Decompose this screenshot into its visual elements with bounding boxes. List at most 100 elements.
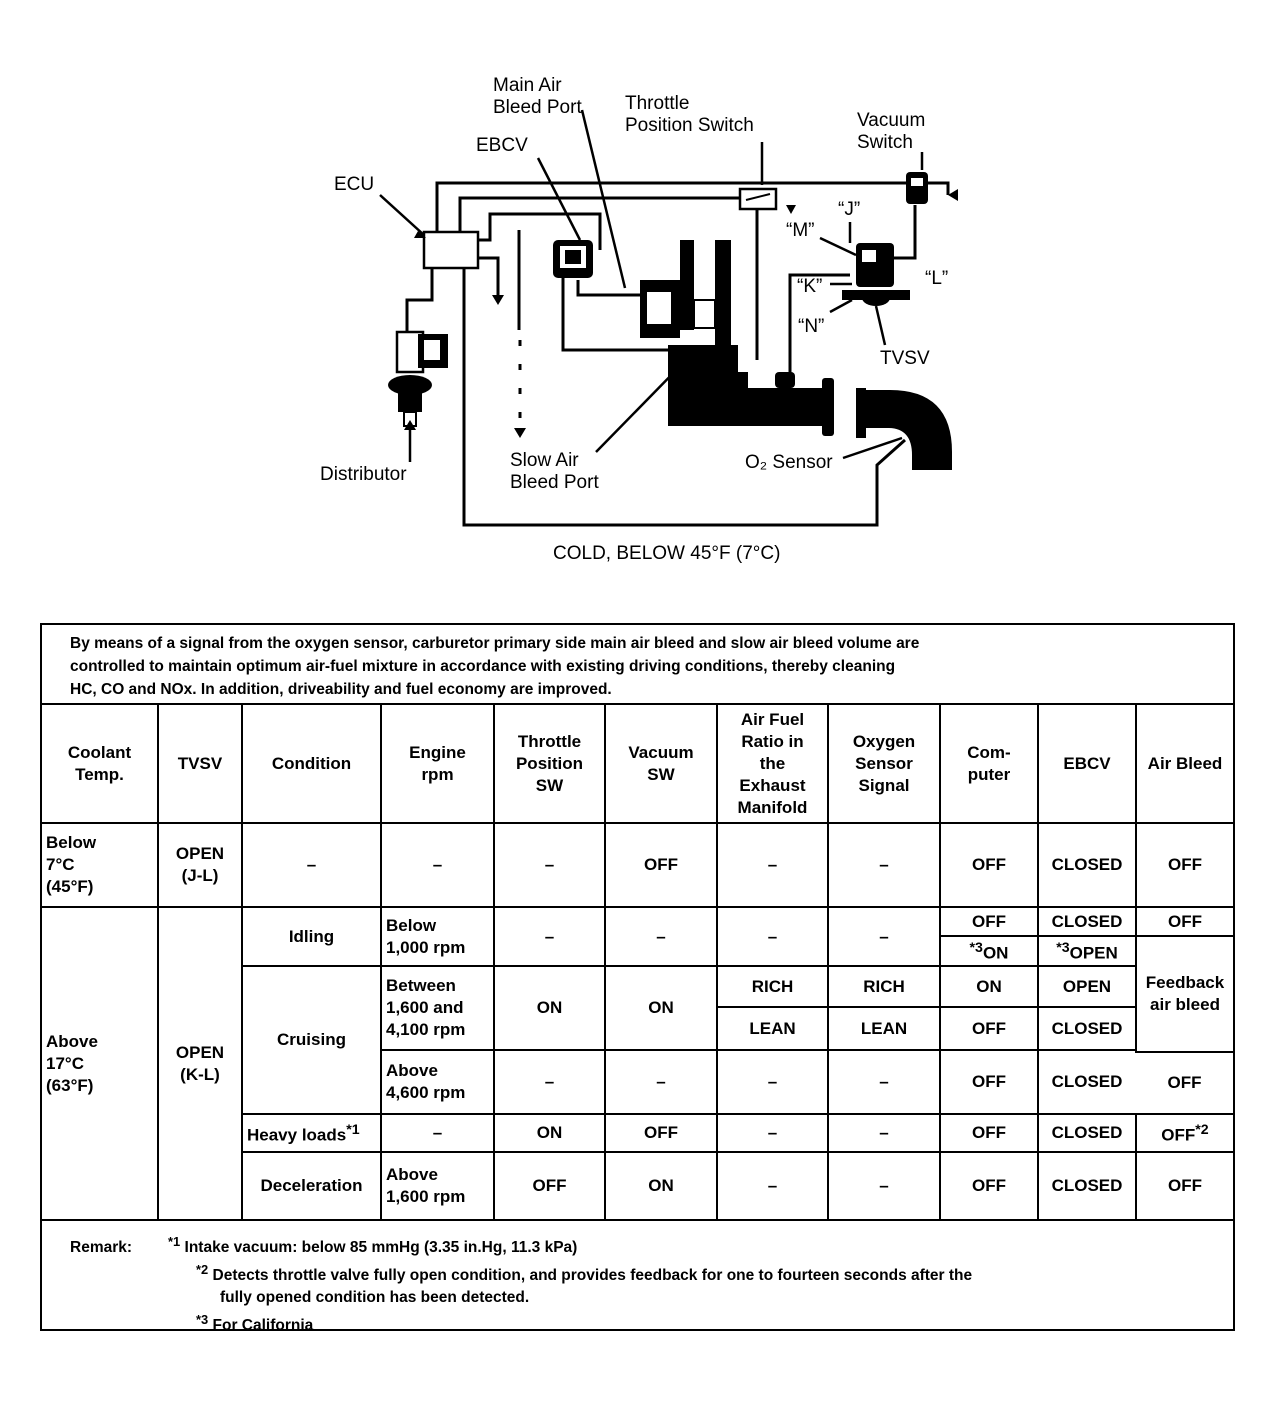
label-tvsv: TVSV — [880, 348, 930, 369]
cell-idling-computer-ca: *3ON — [940, 935, 1039, 967]
cell: LEAN — [827, 1006, 941, 1051]
leader-arrowheads — [404, 231, 426, 430]
cell: OFF — [493, 1151, 606, 1221]
operation-table: By means of a signal from the oxygen sen… — [40, 623, 1235, 1334]
label-o2-sensor: O₂ Sensor — [745, 452, 833, 473]
cell: ON — [604, 1151, 718, 1221]
label-port-m: “M” — [786, 220, 814, 241]
cell-tvsv-cold: OPEN(J-L) — [157, 822, 243, 908]
cell: CLOSED — [1037, 822, 1137, 908]
ecu-box — [422, 230, 480, 270]
cell: OPEN — [1037, 965, 1136, 1008]
remarks: Remark:*1 Intake vacuum: below 85 mmHg (… — [42, 1221, 1233, 1337]
cell: ON — [493, 1113, 606, 1153]
header-tvsv: TVSV — [157, 705, 243, 824]
cell: – — [827, 1151, 941, 1221]
manifold-icon — [668, 372, 834, 436]
cell: – — [604, 1049, 718, 1115]
cell: – — [493, 1049, 606, 1115]
cell: LEAN — [717, 1006, 829, 1051]
cell: OFF — [939, 906, 1039, 937]
cell: OFF — [604, 1113, 718, 1153]
cell: – — [716, 1151, 829, 1221]
label-slow-air-1: Slow Air — [510, 450, 579, 471]
cell: OFF — [939, 1006, 1039, 1051]
cell: OFF — [939, 1049, 1039, 1115]
header-condition: Condition — [241, 705, 382, 824]
cell: CLOSED — [1037, 1049, 1136, 1115]
cell: ON — [604, 965, 718, 1051]
cell: RICH — [827, 965, 941, 1008]
label-port-n: “N” — [798, 316, 824, 337]
line-arrows — [492, 189, 958, 438]
vacuum-switch-icon — [906, 172, 928, 204]
cell: – — [716, 1113, 829, 1153]
cell: OFF — [939, 822, 1039, 908]
cell: OFF — [939, 1113, 1039, 1153]
label-main-air-2: Bleed Port — [493, 97, 582, 118]
cell: CLOSED — [1037, 1006, 1136, 1051]
cell: CLOSED — [1037, 1151, 1137, 1221]
cell: CLOSED — [1037, 1113, 1137, 1153]
cell: ON — [939, 965, 1039, 1008]
cell: OFF — [1135, 1151, 1233, 1221]
cell: – — [716, 906, 829, 967]
label-vacuum-2: Switch — [857, 132, 913, 153]
label-ebcv: EBCV — [476, 135, 528, 156]
throttle-position-switch-icon — [738, 187, 778, 211]
cell-idling-ebcv-ca: *3OPEN — [1037, 935, 1137, 967]
cell: OFF — [1136, 1051, 1233, 1115]
cell: – — [827, 1049, 941, 1115]
cell: ON — [493, 965, 606, 1051]
cell: – — [827, 1113, 941, 1153]
table-row: LEAN LEAN OFF CLOSED — [42, 1006, 1233, 1051]
cell: – — [604, 906, 718, 967]
cell: – — [716, 1049, 829, 1115]
cell: OFF — [1135, 822, 1233, 908]
cell-idling: Idling — [241, 906, 382, 967]
table-row: OFF — [42, 1051, 1233, 1115]
tvsv-valve-icon — [842, 243, 910, 306]
diagram-caption: COLD, BELOW 45°F (7°C) — [553, 543, 780, 564]
remark-1: Remark:*1 Intake vacuum: below 85 mmHg (… — [70, 1234, 578, 1257]
cell: RICH — [716, 965, 829, 1008]
intro-line: HC, CO and NOx. In addition, driveabilit… — [70, 681, 612, 698]
cell-tvsv-warm: OPEN(K-L) — [157, 906, 243, 1221]
cell: OFF — [939, 1151, 1039, 1221]
label-ecu: ECU — [334, 174, 374, 195]
label-port-l: “L” — [925, 268, 948, 289]
exhaust-elbow-icon — [856, 388, 952, 470]
distributor-icon — [388, 330, 448, 427]
system-diagram: Main Air Bleed Port Throttle Position Sw… — [320, 75, 958, 564]
cell-deceleration: Deceleration — [242, 1151, 382, 1221]
intro-text: By means of a signal from the oxygen sen… — [42, 625, 1233, 705]
carburetor-icon — [640, 240, 738, 375]
label-throttle-2: Position Switch — [625, 115, 754, 136]
cell-heavy-airbleed: OFF*2 — [1135, 1113, 1233, 1153]
cell: – — [716, 822, 829, 908]
ebcv-valve-icon — [553, 240, 593, 278]
cell-heavy-loads: Heavy loads*1 — [242, 1113, 382, 1153]
label-port-k: “K” — [797, 276, 822, 297]
cell: OFF — [1135, 906, 1233, 937]
intro-line: By means of a signal from the oxygen sen… — [70, 635, 920, 652]
leader-lines — [379, 109, 924, 462]
remark-2-cont: fully opened condition has been detected… — [220, 1289, 530, 1307]
